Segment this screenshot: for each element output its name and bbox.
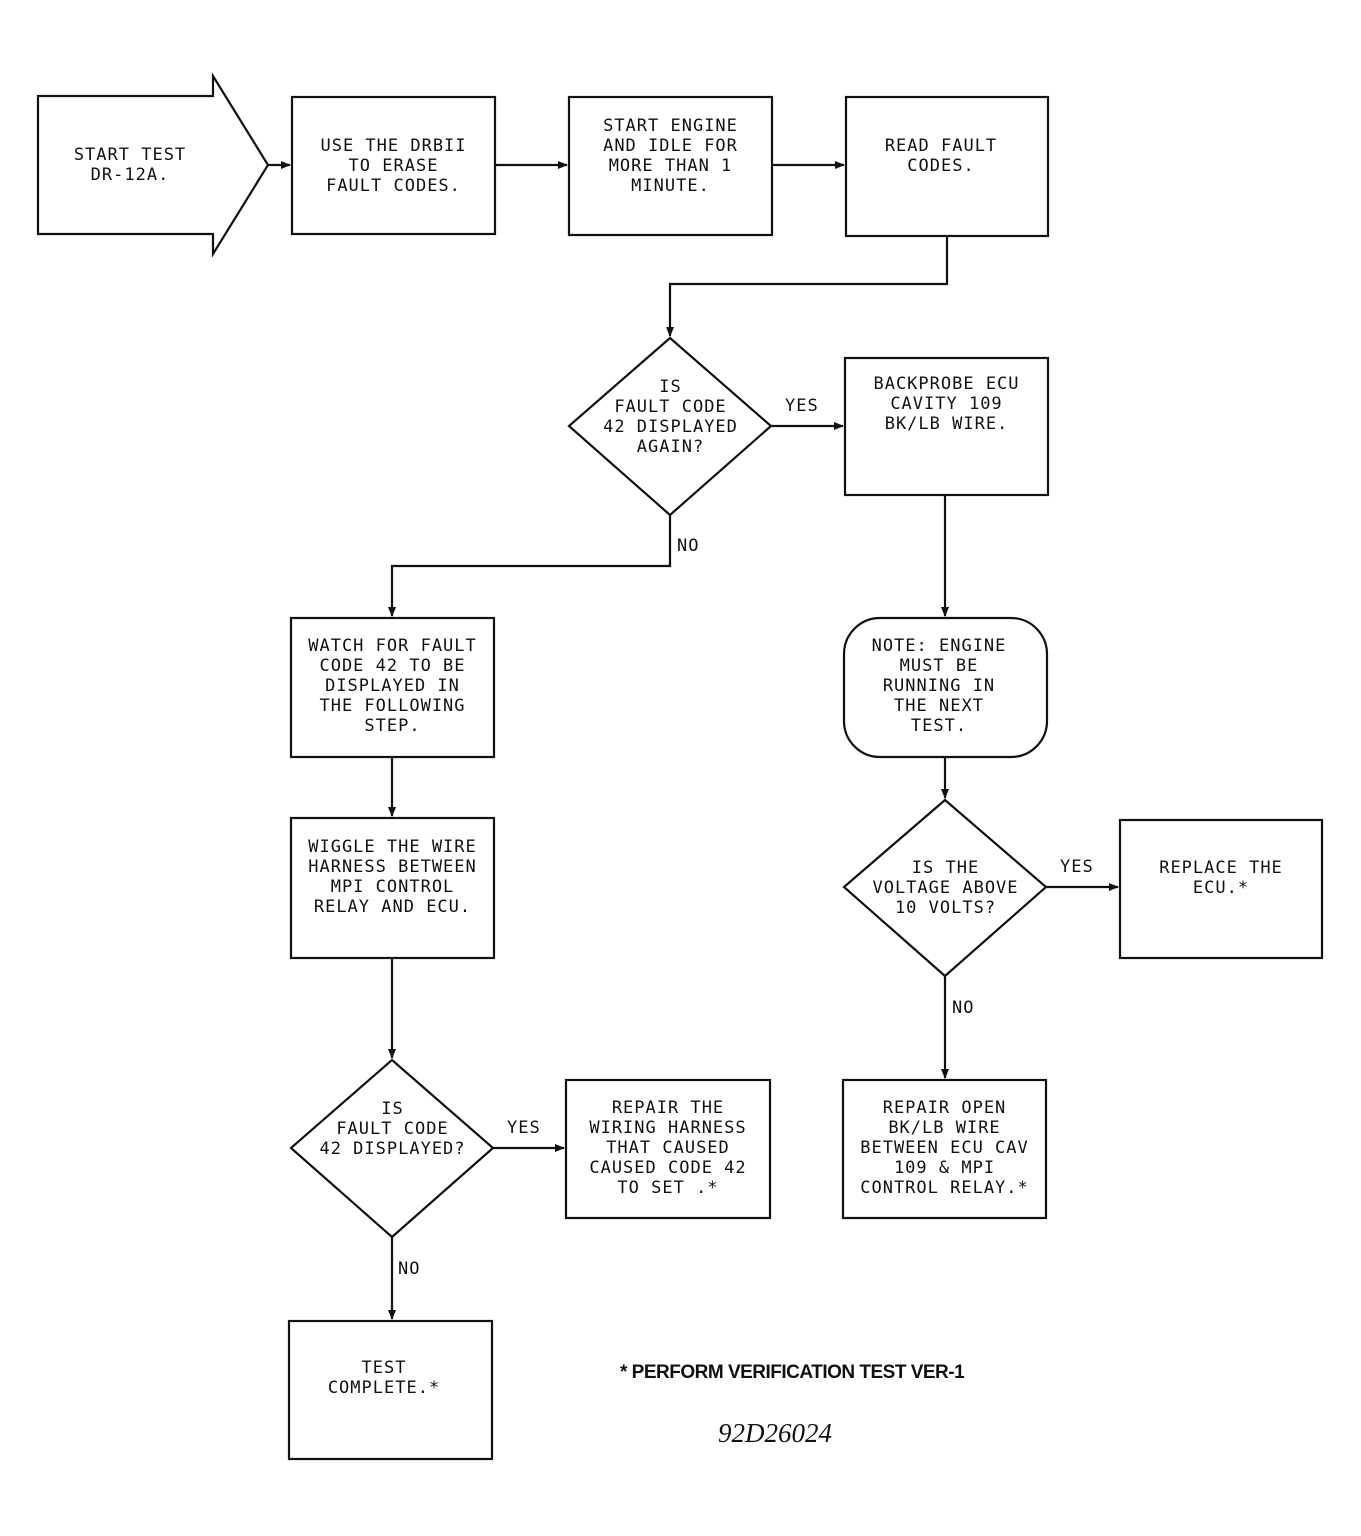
test-complete-label: TEST COMPLETE.*: [327, 1358, 441, 1398]
repair-harness-label: REPAIR THE WIRING HARNESS THAT CAUSED CA…: [589, 1098, 747, 1198]
verification-footnote: * PERFORM VERIFICATION TEST VER-1: [620, 1362, 965, 1383]
yes-label-code42: YES: [507, 1118, 541, 1138]
wiggle-label: WIGGLE THE WIRE HARNESS BETWEEN MPI CONT…: [308, 837, 477, 917]
yes-label-code42-again: YES: [785, 396, 819, 416]
box-test-complete: [287, 1319, 494, 1461]
read-codes-label: READ FAULT CODES.: [884, 136, 998, 176]
start-label: START TEST DR-12A.: [73, 145, 187, 185]
box-repair-open: [841, 1078, 1048, 1220]
box-backprobe: [843, 356, 1050, 497]
yes-label-voltage: YES: [1060, 857, 1094, 877]
replace-ecu-label: REPLACE THE ECU.*: [1159, 858, 1283, 898]
decision-voltage-label: IS THE VOLTAGE ABOVE 10 VOLTS?: [872, 858, 1019, 918]
no-label-voltage: NO: [952, 998, 975, 1018]
erase-codes-label: USE THE DRBII TO ERASE FAULT CODES.: [320, 135, 467, 196]
connector-read-decision: [666, 236, 949, 337]
box-repair-harness: [564, 1078, 772, 1220]
figure-id: 92D26024: [718, 1418, 832, 1448]
backprobe-label: BACKPROBE ECU CAVITY 109 BK/LB WIRE.: [873, 374, 1020, 434]
note-engine-label: NOTE: ENGINE MUST BE RUNNING IN THE NEXT…: [871, 636, 1007, 736]
decision-code42-again-label: IS FAULT CODE 42 DISPLAYED AGAIN?: [603, 377, 738, 457]
no-label-code42-again: NO: [677, 536, 700, 556]
start-arrow-shape: [36, 72, 270, 258]
connector-no-watch: [388, 515, 672, 617]
start-engine-label: START ENGINE AND IDLE FOR MORE THAN 1 MI…: [603, 116, 738, 196]
decision-code42-label: IS FAULT CODE 42 DISPLAYED?: [319, 1099, 466, 1159]
repair-open-label: REPAIR OPEN BK/LB WIRE BETWEEN ECU CAV 1…: [860, 1098, 1029, 1198]
box-replace-ecu: [1118, 818, 1324, 960]
no-label-code42: NO: [398, 1259, 421, 1279]
watch-code42-label: WATCH FOR FAULT CODE 42 TO BE DISPLAYED …: [308, 636, 477, 736]
